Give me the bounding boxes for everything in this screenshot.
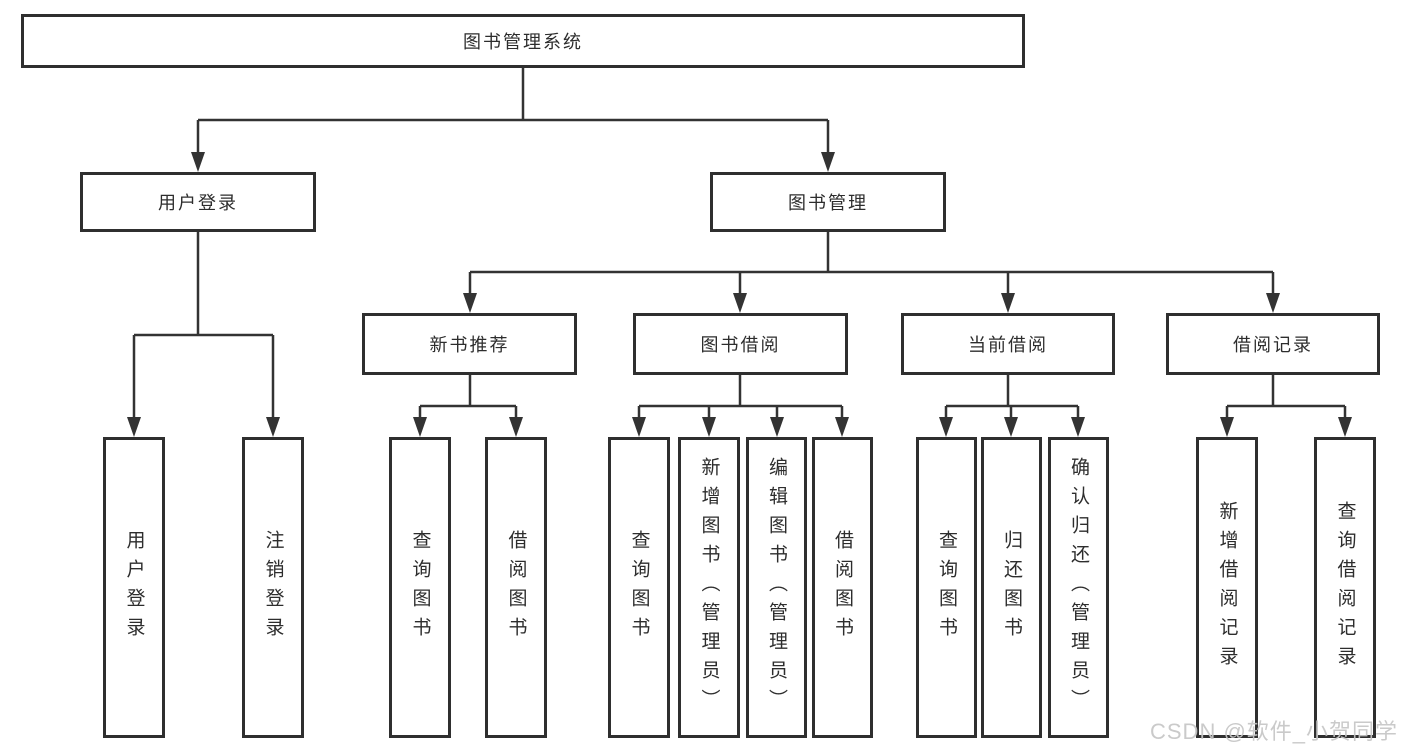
node-label: 新增借阅记录: [1216, 500, 1238, 675]
node-label: 查询图书: [628, 529, 650, 646]
leaf-confirm-return-admin: 确认归还（管理员）: [1048, 437, 1109, 738]
leaf-logout-login: 注销登录: [242, 437, 304, 738]
node-new-book-recommendation: 新书推荐: [362, 313, 577, 375]
node-label: 新增图书（管理员）: [698, 457, 720, 718]
connector-book-borrowing-to-leaves: [632, 375, 849, 437]
node-label: 确认归还（管理员）: [1068, 457, 1089, 718]
leaf-add-book-admin: 新增图书（管理员）: [678, 437, 740, 738]
connector-root-to-level2: [191, 68, 835, 172]
node-label: 查询图书: [936, 529, 957, 646]
node-label: 查询图书: [409, 529, 431, 646]
node-label: 图书借阅: [700, 335, 781, 355]
leaf-query-books-current: 查询图书: [916, 437, 977, 738]
csdn-watermark: CSDN @软件_小贺同学: [1150, 719, 1399, 744]
node-label: 当前借阅: [968, 335, 1048, 355]
node-current-borrowing: 当前借阅: [901, 313, 1115, 375]
leaf-query-books-recommend: 查询图书: [389, 437, 451, 738]
leaf-query-borrow-record: 查询借阅记录: [1314, 437, 1376, 738]
node-label: 归还图书: [1001, 529, 1022, 646]
node-label: 注销登录: [262, 529, 284, 646]
node-label: 新书推荐: [429, 335, 510, 355]
node-book-borrowing: 图书借阅: [633, 313, 848, 375]
leaf-query-books-borrow: 查询图书: [608, 437, 670, 738]
connector-user-login-to-leaves: [127, 232, 280, 437]
node-borrowing-records: 借阅记录: [1166, 313, 1380, 375]
connector-borrow-records-to-leaves: [1220, 375, 1352, 437]
node-book-management: 图书管理: [710, 172, 946, 232]
connector-new-book-to-leaves: [413, 375, 523, 437]
node-label: 查询借阅记录: [1334, 500, 1356, 675]
leaf-borrow-books: 借阅图书: [812, 437, 873, 738]
root-node-library-management-system: 图书管理系统: [21, 14, 1025, 68]
node-label: 借阅图书: [832, 529, 853, 646]
node-label: 图书管理系统: [463, 32, 583, 52]
connector-current-borrowing-to-leaves: [939, 375, 1085, 437]
leaf-add-borrow-record: 新增借阅记录: [1196, 437, 1258, 738]
node-label: 用户登录: [123, 529, 145, 646]
leaf-edit-book-admin: 编辑图书（管理员）: [746, 437, 807, 738]
node-label: 用户登录: [158, 193, 238, 213]
node-label: 借阅图书: [505, 529, 527, 646]
connector-book-management-to-level3: [463, 232, 1280, 313]
leaf-return-books: 归还图书: [981, 437, 1042, 738]
leaf-user-login: 用户登录: [103, 437, 165, 738]
leaf-borrow-books-recommend: 借阅图书: [485, 437, 547, 738]
node-user-login: 用户登录: [80, 172, 316, 232]
node-label: 编辑图书（管理员）: [766, 457, 787, 718]
node-label: 图书管理: [788, 193, 868, 213]
node-label: 借阅记录: [1233, 335, 1313, 355]
